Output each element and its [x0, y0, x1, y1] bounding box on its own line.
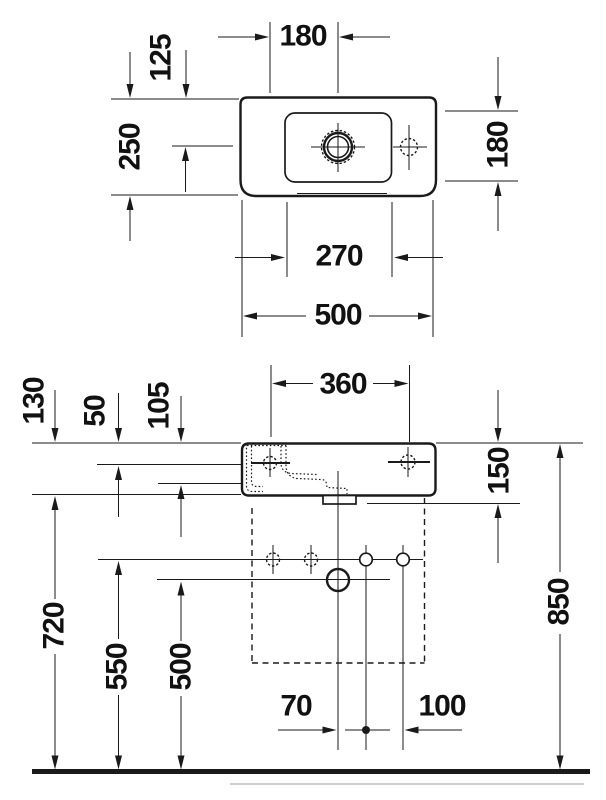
top-view [239, 96, 438, 198]
dim-label-500-height: 500 [165, 643, 198, 690]
connection-holes [98, 471, 423, 750]
dim-500-height: 500 [165, 581, 198, 770]
dim-label-105: 105 [143, 382, 176, 429]
dim-label-130: 130 [18, 377, 51, 424]
dim-250: 250 [114, 52, 147, 241]
dim-270: 270 [235, 240, 443, 273]
dim-label-550: 550 [101, 643, 134, 690]
fixing-hole-left [251, 448, 290, 477]
top-extension-lines [111, 22, 518, 337]
dim-360: 360 [270, 365, 410, 442]
dim-label-50: 50 [79, 395, 112, 427]
dim-180-top: 180 [218, 20, 390, 53]
dim-720: 720 [38, 496, 71, 770]
tap-hole-top [393, 125, 427, 170]
supply-hole-2 [395, 552, 411, 567]
dim-label-500-width: 500 [314, 299, 361, 332]
dim-label-125: 125 [145, 34, 178, 81]
dim-label-180-right: 180 [482, 121, 515, 168]
front-view [32, 442, 590, 785]
top-view-dimensions: 180 125 250 180 [111, 20, 518, 337]
front-reference-lines [32, 442, 583, 504]
dim-label-180-top: 180 [279, 20, 326, 53]
dim-180-right: 180 [482, 57, 515, 231]
reference-dot [362, 726, 370, 734]
dim-70-100: 70 100 [278, 690, 467, 734]
dim-850: 850 [543, 444, 576, 770]
dim-125: 125 [145, 34, 190, 192]
dim-50: 50 [79, 393, 122, 517]
dim-label-150: 150 [483, 447, 516, 494]
hidden-hole-2 [303, 552, 319, 567]
basin-front-outline [240, 442, 437, 497]
dim-label-850: 850 [543, 578, 576, 625]
dim-105: 105 [143, 382, 185, 537]
drain-top [311, 123, 365, 172]
dim-label-360: 360 [319, 368, 366, 401]
front-view-dimensions: 360 130 50 105 150 [18, 365, 576, 770]
dim-label-250: 250 [114, 123, 147, 170]
dim-label-270: 270 [315, 240, 362, 273]
hidden-hole-1 [265, 552, 281, 567]
dim-label-100: 100 [418, 690, 465, 723]
drain-outlet [322, 494, 357, 505]
dim-150: 150 [483, 390, 516, 563]
dim-500-width: 500 [243, 299, 432, 332]
hidden-bowl-profile [245, 444, 348, 494]
fixing-hole-right [388, 447, 430, 477]
dim-550: 550 [101, 561, 134, 770]
waste-outlet-circle [325, 567, 351, 593]
dim-label-70: 70 [280, 690, 312, 723]
supply-hole-1 [358, 552, 374, 567]
dim-label-720: 720 [38, 602, 71, 649]
dim-130: 130 [18, 377, 59, 442]
